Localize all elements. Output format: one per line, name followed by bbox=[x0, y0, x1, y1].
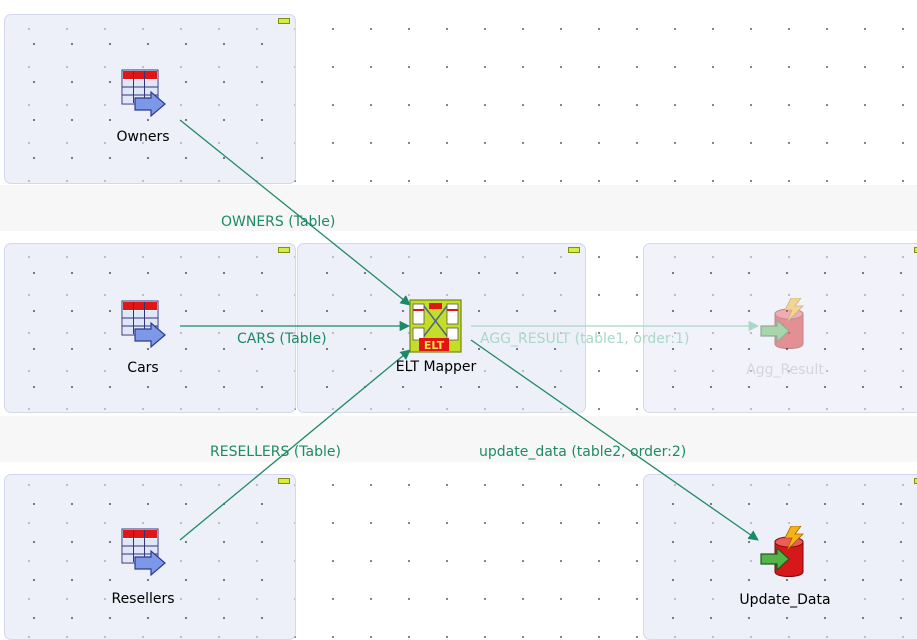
agg-result-component[interactable]: Agg_Result bbox=[730, 298, 840, 382]
db-output-icon bbox=[760, 526, 804, 577]
update-data-component[interactable]: Update_Data bbox=[730, 526, 840, 610]
minimize-button[interactable] bbox=[278, 478, 290, 484]
cars-link-label[interactable]: CARS (Table) bbox=[237, 331, 327, 347]
agg-result-label: Agg_Result bbox=[746, 362, 824, 378]
table-input-icon bbox=[121, 300, 166, 349]
cars-component[interactable]: Cars bbox=[107, 299, 179, 389]
elt-mapper-icon: ELT bbox=[409, 299, 462, 353]
owners-link-label[interactable]: OWNERS (Table) bbox=[221, 214, 336, 230]
owners-link-line[interactable] bbox=[179, 119, 411, 306]
subjob-owners-zone[interactable] bbox=[4, 14, 296, 184]
canvas-band-top bbox=[0, 185, 917, 231]
agg-result-link-label[interactable]: AGG_RESULT (table1, order:1) bbox=[480, 331, 690, 347]
subjob-mapper-zone[interactable] bbox=[297, 243, 586, 413]
minimize-button[interactable] bbox=[278, 18, 290, 24]
update-data-link-line[interactable] bbox=[470, 339, 759, 541]
elt-mapper-label: ELT Mapper bbox=[395, 359, 477, 375]
db-output-icon bbox=[760, 298, 804, 349]
table-input-icon bbox=[121, 528, 166, 577]
owners-label: Owners bbox=[116, 129, 170, 145]
minimize-button[interactable] bbox=[568, 247, 580, 253]
update-data-link-label[interactable]: update_data (table2, order:2) bbox=[479, 444, 687, 460]
minimize-button[interactable] bbox=[914, 247, 917, 253]
elt-mapper-component[interactable]: ELT ELT Mapper bbox=[386, 298, 486, 382]
canvas-band-bottom bbox=[0, 416, 917, 462]
minimize-button[interactable] bbox=[278, 247, 290, 253]
table-input-icon bbox=[121, 69, 166, 118]
resellers-component[interactable]: Resellers bbox=[107, 527, 179, 617]
resellers-link-line[interactable] bbox=[179, 349, 411, 541]
resellers-link-label[interactable]: RESELLERS (Table) bbox=[210, 444, 341, 460]
subjob-agg-zone[interactable] bbox=[643, 243, 917, 413]
elt-badge: ELT bbox=[424, 339, 445, 352]
cars-label: Cars bbox=[127, 360, 159, 376]
minimize-button[interactable] bbox=[914, 478, 917, 484]
update-data-label: Update_Data bbox=[739, 592, 831, 608]
owners-component[interactable]: Owners bbox=[107, 68, 179, 158]
resellers-label: Resellers bbox=[111, 591, 175, 607]
